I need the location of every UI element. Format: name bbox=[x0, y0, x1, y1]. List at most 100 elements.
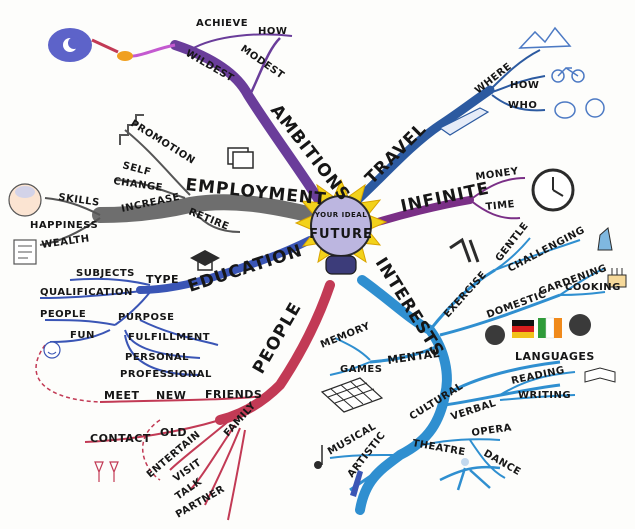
stairs-icon bbox=[119, 114, 144, 145]
heads-talking-icon bbox=[485, 314, 591, 345]
education-personal: PERSONAL bbox=[125, 352, 189, 363]
trowel-icon bbox=[597, 227, 613, 251]
interests-twig-exercise bbox=[428, 268, 496, 331]
dancer-icon bbox=[439, 458, 501, 491]
people-twig-talk bbox=[204, 427, 241, 506]
dog-icon bbox=[554, 98, 605, 119]
travel-twig-where bbox=[489, 49, 541, 91]
smiley-icon bbox=[43, 341, 61, 359]
travel-twig-how bbox=[491, 75, 546, 93]
people-dashed-link bbox=[35, 344, 101, 403]
legs-icon bbox=[449, 237, 480, 263]
cake-icon bbox=[607, 268, 627, 288]
interests-languages: LANGUAGES bbox=[515, 350, 595, 363]
interests-twig-cultural bbox=[444, 360, 561, 397]
people-twig-visit bbox=[189, 424, 236, 491]
interests-twig-dance bbox=[469, 439, 506, 479]
education-professional: PROFESSIONAL bbox=[120, 369, 212, 380]
interests-writing: WRITING bbox=[518, 390, 571, 401]
interests-exercise: EXERCISE bbox=[442, 269, 489, 320]
education-purpose: PURPOSE bbox=[118, 312, 175, 323]
infinite-title: INFINITE bbox=[399, 179, 491, 217]
interests-twig-writing bbox=[499, 394, 576, 401]
interests-title: INTERESTS bbox=[371, 254, 448, 361]
infinite-money: MONEY bbox=[475, 166, 520, 183]
interests-twig-challenging bbox=[494, 239, 581, 271]
interests-mental: MENTAL bbox=[387, 347, 441, 367]
education-fulfillment: FULFILLMENT bbox=[128, 332, 210, 343]
education-qualification: QUALIFICATION bbox=[40, 287, 133, 298]
music-note-icon bbox=[314, 445, 323, 469]
interests-twig-cooking bbox=[559, 291, 606, 296]
interests-opera: OPERA bbox=[471, 422, 513, 439]
education-twig-purpose bbox=[114, 291, 151, 326]
head-profile-icon bbox=[8, 183, 42, 217]
interests-twig-memory bbox=[334, 337, 371, 361]
bicycle-icon bbox=[551, 67, 585, 83]
paintbrush-icon bbox=[350, 470, 363, 497]
people-dashed-link-2 bbox=[141, 419, 161, 481]
education-subjects: SUBJECTS bbox=[76, 268, 135, 279]
folder-icon bbox=[227, 147, 254, 169]
employment-twig-wealth bbox=[39, 217, 101, 246]
ambitions-branch bbox=[170, 40, 327, 210]
employment-change: CHANGE bbox=[113, 176, 164, 194]
clock-icon bbox=[531, 168, 575, 212]
infinite-time: TIME bbox=[485, 199, 515, 213]
ambitions-modest: MODEST bbox=[238, 43, 286, 81]
education-twig-people bbox=[44, 319, 116, 326]
airplane-icon bbox=[438, 107, 490, 136]
education-twig-personal bbox=[124, 329, 201, 359]
center-line2: FUTURE bbox=[309, 227, 373, 242]
education-twig-fulfillment bbox=[139, 319, 219, 346]
education-type: TYPE bbox=[146, 273, 179, 286]
people-twig-entertain bbox=[169, 419, 231, 471]
employment-twig-retire bbox=[194, 211, 241, 233]
people-meet: MEET bbox=[104, 389, 139, 402]
education-twig-qualification bbox=[39, 289, 151, 299]
infinite-twig-money bbox=[469, 177, 526, 201]
chessboard-icon bbox=[320, 377, 384, 413]
education-title: EDUCATION bbox=[185, 241, 305, 297]
education-people: PEOPLE bbox=[40, 309, 86, 320]
interests-twig-musical bbox=[329, 454, 396, 459]
ambitions-achieve: ACHIEVE bbox=[196, 18, 248, 29]
interests-twig-gentle bbox=[494, 237, 531, 271]
moon-rocket-icon bbox=[48, 28, 133, 62]
education-twig-fun bbox=[49, 329, 111, 343]
people-new: NEW bbox=[156, 389, 186, 402]
people-branch bbox=[215, 280, 335, 425]
infinite-twig-time bbox=[469, 199, 521, 220]
mountain-icon bbox=[518, 26, 572, 49]
people-twig-friends bbox=[99, 394, 271, 403]
interests-twig-mental bbox=[369, 343, 441, 364]
interests-cooking: COOKING bbox=[565, 282, 621, 293]
employment-wealth: WEALTH bbox=[41, 233, 91, 251]
employment-twig-promotion bbox=[124, 129, 191, 196]
people-twig-contact bbox=[84, 419, 221, 443]
globe-stand bbox=[325, 255, 357, 275]
wine-glasses-icon bbox=[94, 461, 119, 482]
travel-title: TRAVEL bbox=[361, 119, 431, 189]
center-line1: YOUR IDEAL bbox=[314, 211, 367, 219]
interests-twig-gardening bbox=[559, 267, 606, 296]
interests-memory: MEMORY bbox=[319, 321, 372, 351]
interests-games: GAMES bbox=[340, 364, 382, 375]
education-fun: FUN bbox=[70, 330, 95, 341]
interests-twig-games bbox=[329, 361, 371, 376]
employment-happiness: HAPPINESS bbox=[30, 220, 98, 231]
travel-how: HOW bbox=[510, 80, 539, 91]
education-twig-subjects bbox=[69, 277, 151, 286]
book-icon bbox=[584, 367, 616, 383]
employment-branch bbox=[92, 194, 320, 223]
employment-twig-skills bbox=[44, 197, 101, 216]
people-twig-partner bbox=[227, 429, 246, 521]
ambitions-how: HOW bbox=[258, 26, 287, 37]
people-contact: CONTACT bbox=[90, 432, 151, 445]
interests-twig-theatre bbox=[409, 438, 501, 449]
document-icon bbox=[13, 239, 37, 265]
interests-domestic: DOMESTIC bbox=[485, 289, 548, 321]
education-branch bbox=[136, 236, 314, 294]
